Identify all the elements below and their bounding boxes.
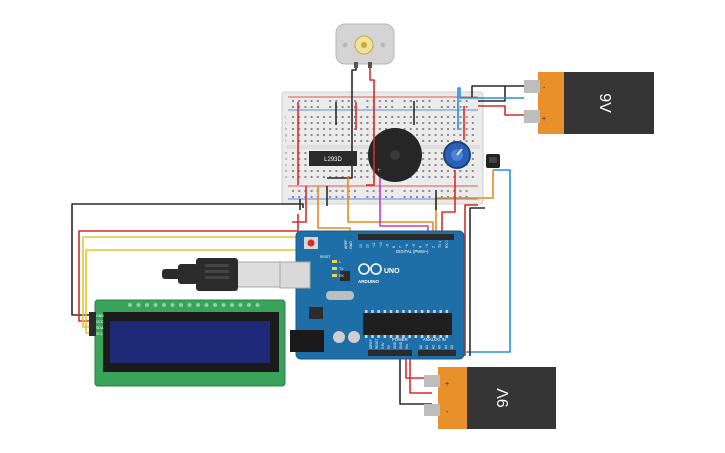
digital-pin-label: 13	[359, 244, 363, 248]
digital-pin-label: 8	[392, 246, 396, 248]
digital-pin-label: 12	[366, 244, 370, 248]
battery-bottom-minus: -	[446, 409, 449, 416]
power-pin-label: 3.3V	[381, 342, 385, 349]
battery-bottom-label: 9V	[495, 388, 512, 408]
wire-red-pot[interactable]	[441, 170, 456, 240]
reset-label: RESET	[320, 255, 331, 259]
led-rx-label: RX	[339, 274, 345, 278]
digital-pin-label: ~5	[412, 244, 416, 248]
battery-top-label: 9V	[596, 93, 613, 113]
breadboard-row-label: d	[285, 157, 287, 161]
power-header-label: POWER	[392, 337, 408, 342]
wire-blue-pot[interactable]	[457, 87, 524, 130]
lcd-pin-label: GND	[96, 314, 104, 318]
atmega-chip	[363, 313, 452, 335]
digital-header-label: DIGITAL (PWM~)	[396, 249, 429, 254]
wire-motor-red[interactable]	[366, 68, 375, 186]
power-pin-label: GND	[399, 341, 403, 349]
wires	[71, 68, 524, 405]
arduino-logo: UNO ARDUINO	[358, 263, 400, 284]
digital-pin-label: RX 0	[445, 240, 449, 248]
motor-driver-label: L293D	[324, 157, 342, 163]
analog-pin-label: A2	[431, 345, 435, 349]
arduino-brand: ARDUINO	[358, 279, 379, 284]
pin-aref-label: AREF	[344, 240, 348, 249]
breadboard-row-label: b	[285, 169, 287, 173]
wire-black-right[interactable]	[469, 207, 485, 356]
power-jack	[290, 330, 324, 352]
potentiometer[interactable]	[443, 141, 471, 169]
arduino-model: UNO	[384, 268, 400, 275]
digital-pin-label: ~9	[385, 244, 389, 248]
analog-pin-label: A4	[444, 345, 448, 349]
wire-battery-top-black[interactable]	[478, 85, 524, 102]
analog-header-label: ANALOG IN	[423, 337, 446, 342]
lcd-pin-label: VCC	[96, 320, 104, 324]
breadboard-row-label: e	[285, 151, 287, 155]
wire-battery-top-red[interactable]	[478, 105, 524, 116]
wire-orange-transistor[interactable]	[435, 170, 494, 238]
digital-pin-label: 4	[418, 246, 422, 248]
digital-pin-label: 7	[399, 246, 403, 248]
usb-cable	[162, 258, 281, 291]
power-pin-label: 5V	[387, 344, 391, 349]
breadboard-row-label: f	[285, 139, 286, 143]
analog-pin-label: A1	[425, 345, 429, 349]
digital-pin-label: ~11	[372, 242, 376, 248]
power-pin-label: RESET	[375, 338, 379, 349]
breadboard-row-label: h	[285, 127, 287, 131]
pin-gnd-label: GND	[349, 241, 353, 249]
wire-battery-bottom-red2[interactable]	[409, 354, 432, 394]
arduino-uno[interactable]: UNO ARDUINO DIGITAL (PWM~) POWER ANALOG …	[279, 230, 465, 360]
analog-pin-label: A3	[438, 345, 442, 349]
digital-pin-label: ~10	[379, 242, 383, 248]
transistor[interactable]	[486, 154, 500, 168]
wire-lcd-gnd[interactable]	[71, 203, 304, 316]
wire-motor-black[interactable]	[327, 68, 357, 179]
dc-motor[interactable]	[335, 23, 395, 68]
svg-text:+: +	[377, 168, 381, 174]
lcd-i2c-display[interactable]: GND VCC SDA SCL	[89, 299, 286, 387]
breadboard-row-label: a	[285, 175, 287, 179]
lcd-pin-label: SCL	[96, 332, 103, 336]
digital-pin-label: ~6	[405, 244, 409, 248]
wire-red-right[interactable]	[464, 204, 478, 356]
power-pin-label: GND	[393, 341, 397, 349]
battery-top-minus: -	[543, 85, 546, 92]
battery-top-plus: +	[542, 116, 546, 123]
digital-pin-label: TX 1	[438, 241, 442, 248]
breadboard-row-label: i	[285, 121, 286, 125]
breadboard-row-label: c	[285, 163, 287, 167]
battery-bottom-plus: +	[445, 381, 449, 388]
wire-rail-black[interactable]	[471, 85, 505, 97]
power-pin-label: IOREF	[369, 339, 373, 349]
battery-top[interactable]: - + 9V	[524, 72, 654, 134]
wire-red-rail[interactable]	[292, 186, 307, 223]
wire-blue-analog[interactable]	[466, 169, 511, 353]
battery-bottom[interactable]: + - 9V	[424, 367, 556, 429]
power-header-strip	[368, 350, 412, 356]
analog-header-strip	[418, 350, 456, 356]
digital-header-strip	[358, 234, 454, 240]
analog-pin-label: A5	[450, 345, 454, 349]
digital-pin-label: 2	[432, 246, 436, 248]
power-pin-label: Vin	[405, 344, 409, 349]
led-tx-label: TX	[339, 267, 344, 271]
breadboard-row-label: g	[285, 133, 287, 137]
usb-port	[279, 261, 311, 289]
breadboard-row-label: j	[284, 115, 286, 119]
lcd-pin-labels: GND VCC SDA SCL	[96, 314, 104, 336]
piezo-buzzer[interactable]: +	[368, 128, 422, 182]
lcd-pin-label: SDA	[96, 326, 104, 330]
digital-pin-label: ~3	[425, 244, 429, 248]
motor-driver-chip[interactable]: L293D	[309, 151, 357, 166]
led-l-label: L	[339, 260, 341, 264]
analog-pin-label: A0	[419, 345, 423, 349]
